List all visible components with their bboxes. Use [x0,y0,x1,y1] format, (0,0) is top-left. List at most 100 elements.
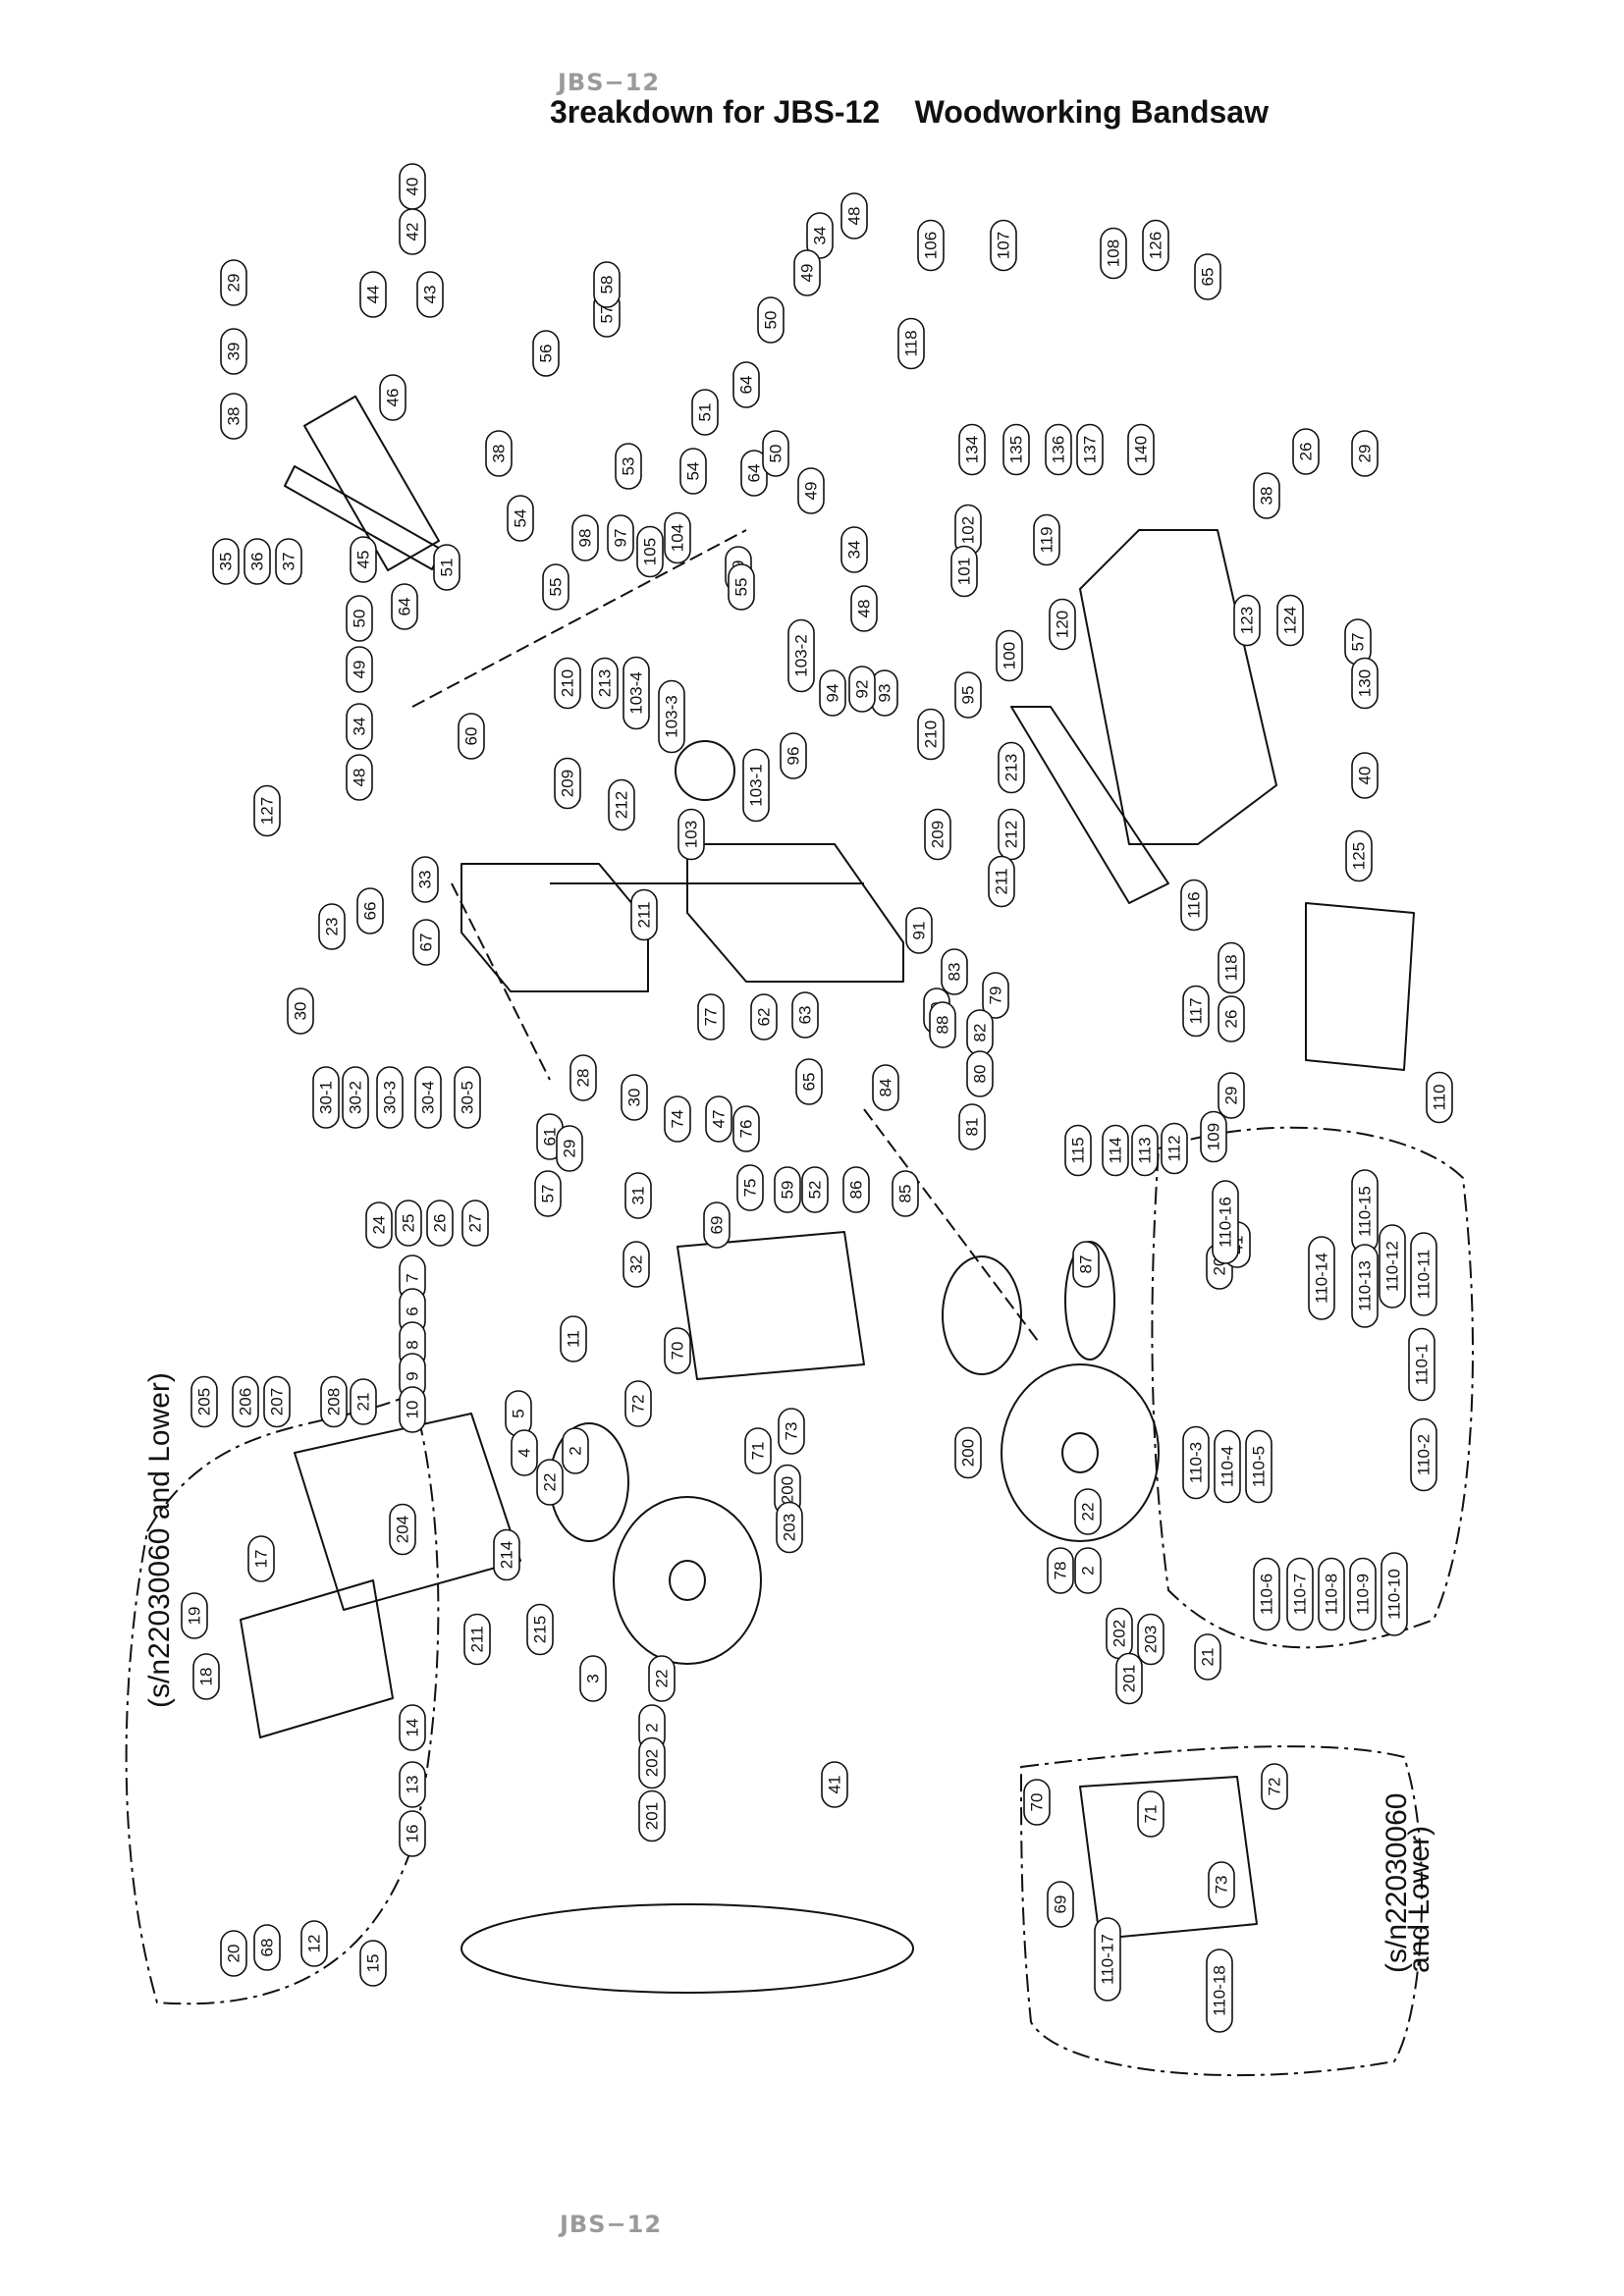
part-callout: 110-12 [1379,1224,1406,1308]
callout-number: 117 [1187,997,1206,1024]
callout-bubble [966,1050,994,1097]
part-callout: 73 [778,1408,805,1455]
part-callout: 3 [579,1655,607,1702]
part-callout: 62 [750,993,778,1041]
callout-bubble [350,1378,377,1425]
callout-number: 57 [598,305,617,324]
callout-bubble [300,1920,328,1967]
callout-number: 61 [541,1128,560,1147]
callout-number: 215 [531,1616,550,1643]
callout-bubble [917,219,945,272]
callout-bubble [658,679,685,754]
callout-number: 64 [737,376,756,395]
callout-bubble [705,1095,732,1143]
callout-bubble [679,448,707,495]
part-callout: 103 [677,808,705,861]
callout-bubble [929,1001,956,1048]
callout-number: 202 [1110,1620,1129,1647]
part-callout: 212 [998,808,1025,861]
variant-region-fence [1151,1126,1474,1649]
callout-number: 26 [431,1214,450,1233]
callout-bubble [342,1066,369,1129]
part-callout: 110-10 [1380,1552,1408,1636]
callout-number: 110-12 [1383,1241,1402,1292]
part-callout: 48 [840,192,868,240]
callout-bubble [732,361,760,408]
part-callout: 50 [757,296,785,344]
part-callout: 40 [399,163,426,210]
callout-bubble [379,374,406,421]
callout-bubble [356,887,384,934]
part-callout: 123 [1233,594,1261,647]
callout-number: 119 [1038,526,1056,553]
callout-bubble [1102,1124,1129,1177]
callout-number: 51 [438,559,457,577]
part-callout: 80 [966,1050,994,1097]
callout-bubble [892,1170,919,1217]
callout-bubble [801,1166,829,1213]
callout-bubble [554,757,581,810]
callout-bubble [1200,1110,1227,1163]
part-callout: 102 [954,504,982,557]
callout-number: 110-3 [1187,1442,1206,1483]
callout-number: 92 [853,680,872,699]
part-callout: 38 [1253,472,1280,519]
part-callout: 4 [511,1429,538,1476]
part-callout: 24 [365,1201,393,1249]
callout-bubble [791,991,819,1039]
part-callout: 110-8 [1318,1557,1345,1631]
callout-bubble [556,1125,583,1172]
part-callout: 101 [950,545,978,598]
part-callout: 207 [263,1375,291,1428]
callout-number: 210 [922,721,941,748]
callout-number: 101 [955,558,974,585]
callout-number: 70 [1028,1793,1047,1812]
callout-bubble [924,808,951,861]
part-callout: 116 [1180,879,1208,932]
part-callout: 135 [1002,423,1030,476]
callout-number: 53 [620,457,638,476]
callout-bubble [848,666,876,713]
callout-bubble [1253,1557,1280,1631]
callout-number: 88 [934,1016,952,1035]
callout-bubble [571,514,599,561]
callout-bubble [346,595,373,642]
callout-bubble [732,1105,760,1152]
callout-bubble [872,1064,899,1111]
callout-bubble [1351,657,1379,710]
callout-bubble [1137,1613,1164,1666]
part-callout: 33 [411,856,439,903]
callout-number: 115 [1069,1137,1088,1163]
callout-bubble [511,1429,538,1476]
part-callout: 209 [554,757,581,810]
callout-number: 34 [845,541,864,560]
part-callout: 78 [1047,1547,1074,1594]
callout-number: 66 [361,902,380,921]
callout-number: 26 [1297,443,1316,461]
part-callout: 212 [608,778,635,831]
fence-assembly [1305,902,1415,1071]
callout-bubble [697,993,725,1041]
callout-bubble [554,657,581,710]
callout-number: 68 [258,1939,277,1957]
part-callout: 110-14 [1308,1236,1335,1320]
callout-bubble [1351,430,1379,477]
part-callout: 2 [562,1427,589,1474]
part-callout: 67 [412,919,440,966]
callout-number: 58 [598,276,617,294]
callout-bubble [624,1172,652,1219]
part-callout: 97 [607,514,634,561]
callout-bubble [1047,1881,1074,1928]
callout-number: 210 [559,669,577,697]
centerline-2 [451,882,551,1081]
part-callout: 42 [399,208,426,255]
callout-number: 110-9 [1354,1574,1373,1615]
part-callout: 93 [871,669,898,717]
callout-number: 136 [1050,436,1068,463]
part-callout: 110-3 [1182,1425,1210,1500]
callout-bubble [787,618,815,693]
callout-number: 55 [732,578,751,597]
part-callout: 26 [1292,428,1320,475]
callout-bubble [320,1375,348,1428]
callout-number: 13 [404,1776,422,1794]
